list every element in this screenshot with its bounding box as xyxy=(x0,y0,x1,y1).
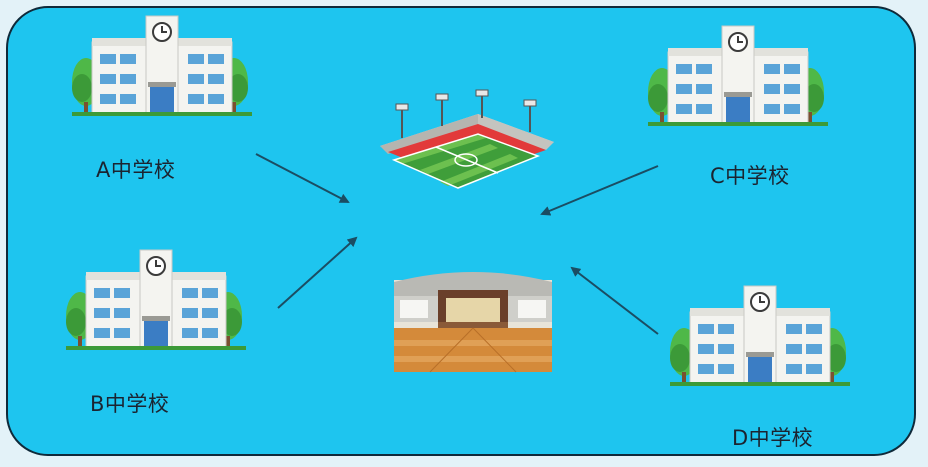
school-building-icon xyxy=(71,15,253,117)
school-label-b: B中学校 xyxy=(90,392,170,416)
arrow-icon xyxy=(570,266,659,335)
soccer-stadium-icon xyxy=(380,89,554,189)
arrow-icon xyxy=(540,165,659,216)
arrow-icon xyxy=(277,236,358,309)
school-label-a: A中学校 xyxy=(96,158,176,182)
school-building-icon xyxy=(65,249,247,351)
school-label-d: D中学校 xyxy=(732,426,814,450)
school-label-c: C中学校 xyxy=(710,164,790,188)
school-building-icon xyxy=(669,285,851,387)
school-building-icon xyxy=(647,25,829,127)
gymnasium-icon xyxy=(394,272,552,373)
arrow-icon xyxy=(255,153,350,203)
